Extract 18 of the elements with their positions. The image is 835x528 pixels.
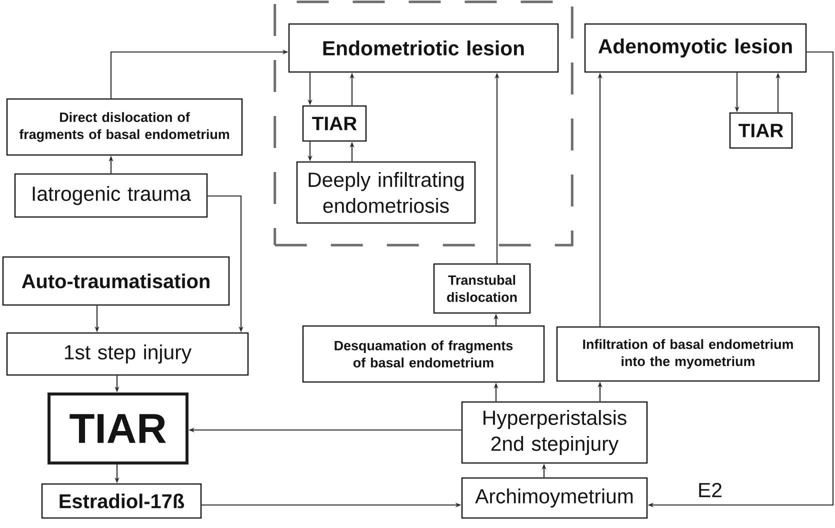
process-box: Direct dislocation of fragments of basal endometrium [6, 98, 243, 156]
process-box: TIAR [48, 392, 188, 464]
process-box: Desquamation of fragments of basal endometrium [302, 325, 545, 383]
process-box: Transtubal dislocation [433, 263, 531, 314]
process-box: Endometriotic lesion [288, 23, 559, 73]
process-box: Estradiol-17ß [41, 483, 202, 519]
process-box: TIAR [302, 105, 367, 142]
dashed-frame [274, 0, 574, 246]
process-box: Hyperperistalsis 2nd stepinjury [461, 401, 648, 464]
process-box: Deeply infiltrating endometriosis [296, 161, 476, 224]
process-box: 1st step injury [6, 332, 249, 376]
process-box: Iatrogenic trauma [14, 173, 208, 218]
process-box: Infiltration of basal endometrium into the myometrium [556, 326, 820, 382]
process-box: TIAR [729, 112, 793, 149]
edge-label: E2 [696, 481, 724, 499]
process-box: Auto-traumatisation [2, 256, 230, 306]
process-box: Adenomyotic lesion [584, 23, 807, 73]
process-box: Archimoymetrium [461, 477, 648, 519]
